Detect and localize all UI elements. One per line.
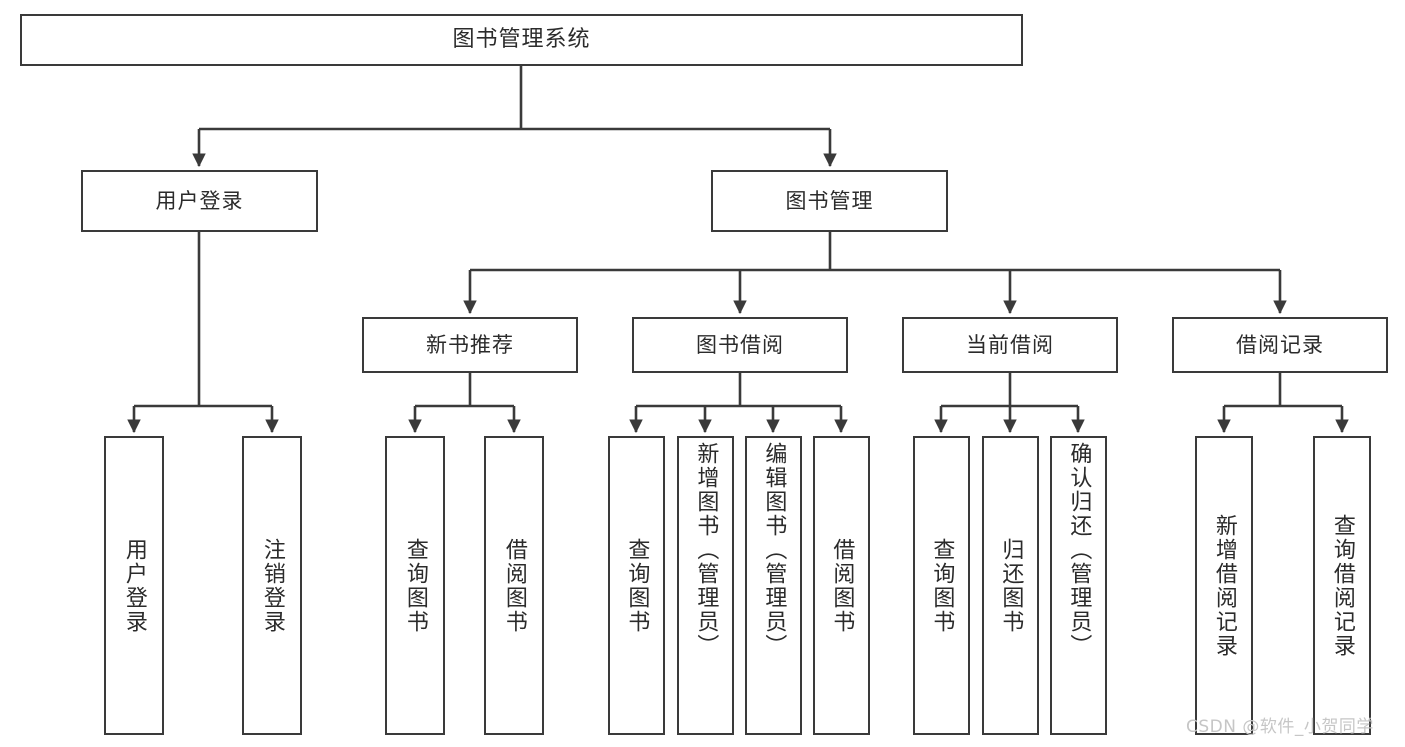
node-label: 用户登录 <box>121 537 147 634</box>
node-root-system[interactable]: 图书管理系统 <box>20 14 1023 66</box>
csdn-watermark: CSDN @软件_小贺同学 <box>1186 717 1374 737</box>
node-label: 归还图书 <box>998 537 1024 634</box>
node-new-book-recommend[interactable]: 新书推荐 <box>362 317 578 373</box>
node-book-borrow[interactable]: 图书借阅 <box>632 317 848 373</box>
leaf-record-query-borrow-record[interactable]: 查询借阅记录 <box>1313 436 1371 735</box>
node-label: 新增图书（管理员） <box>693 442 719 658</box>
node-label: 查询图书 <box>402 537 428 634</box>
leaf-recommend-query-book[interactable]: 查询图书 <box>385 436 445 735</box>
node-current-borrow[interactable]: 当前借阅 <box>902 317 1118 373</box>
node-label: 注销登录 <box>259 537 285 634</box>
node-label: 图书借阅 <box>696 332 784 357</box>
node-label: 编辑图书（管理员） <box>761 442 787 658</box>
leaf-borrow-edit-book-admin[interactable]: 编辑图书（管理员） <box>745 436 802 735</box>
node-user-login[interactable]: 用户登录 <box>81 170 318 232</box>
leaf-record-add-borrow-record[interactable]: 新增借阅记录 <box>1195 436 1253 735</box>
node-borrow-record[interactable]: 借阅记录 <box>1172 317 1388 373</box>
leaf-user-logout[interactable]: 注销登录 <box>242 436 302 735</box>
node-label: 新增借阅记录 <box>1211 513 1237 658</box>
leaf-recommend-borrow-book[interactable]: 借阅图书 <box>484 436 544 735</box>
node-label: 查询图书 <box>929 537 955 634</box>
node-label: 借阅记录 <box>1236 332 1324 357</box>
node-label: 图书管理 <box>785 188 874 213</box>
leaf-current-query-book[interactable]: 查询图书 <box>913 436 970 735</box>
leaf-current-confirm-return-admin[interactable]: 确认归还（管理员） <box>1050 436 1107 735</box>
node-label: 图书管理系统 <box>452 27 591 52</box>
leaf-user-login[interactable]: 用户登录 <box>104 436 164 735</box>
leaf-borrow-query-book[interactable]: 查询图书 <box>608 436 665 735</box>
node-book-management[interactable]: 图书管理 <box>711 170 948 232</box>
node-label: 查询借阅记录 <box>1329 513 1355 658</box>
node-label: 新书推荐 <box>426 332 514 357</box>
leaf-current-return-book[interactable]: 归还图书 <box>982 436 1039 735</box>
node-label: 当前借阅 <box>966 332 1054 357</box>
node-label: 查询图书 <box>624 537 650 634</box>
node-label: 借阅图书 <box>829 537 855 634</box>
node-label: 确认归还（管理员） <box>1066 442 1092 658</box>
leaf-borrow-add-book-admin[interactable]: 新增图书（管理员） <box>677 436 734 735</box>
node-label: 用户登录 <box>155 188 244 213</box>
leaf-borrow-borrow-book[interactable]: 借阅图书 <box>813 436 870 735</box>
node-label: 借阅图书 <box>501 537 527 634</box>
